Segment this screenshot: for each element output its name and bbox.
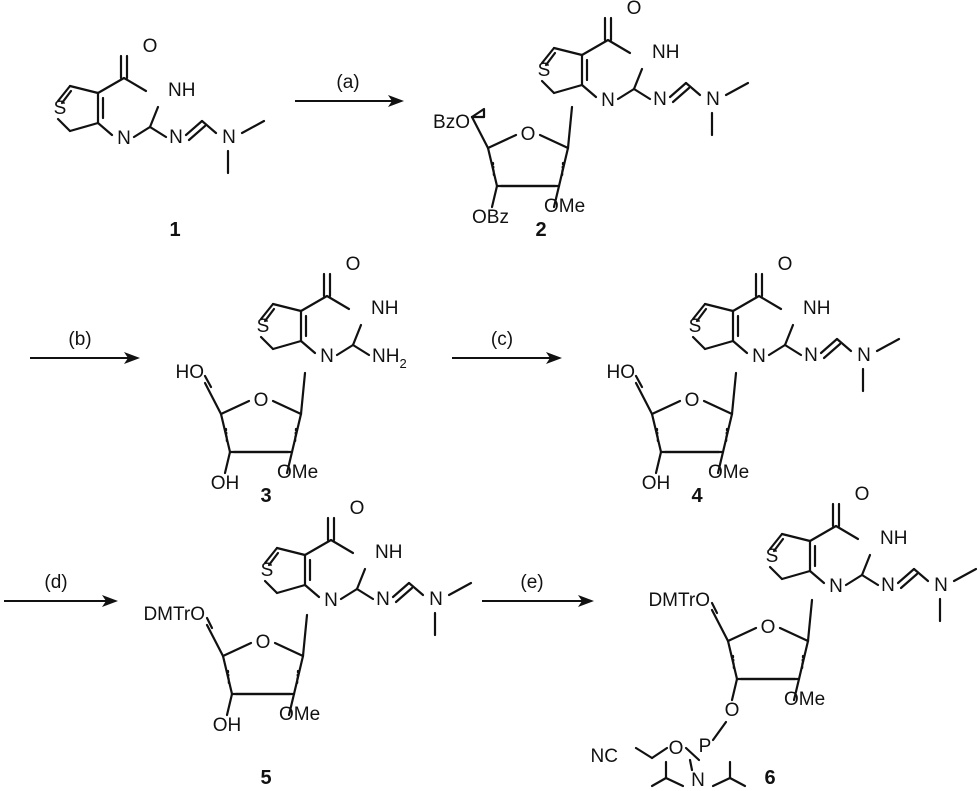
compound-number-3: 3 <box>260 485 271 507</box>
ring-o-5: O <box>256 632 271 653</box>
nh-3: NH <box>371 298 398 319</box>
carbonyl-o-5: O <box>350 498 365 519</box>
compound-number-5: 5 <box>260 767 271 789</box>
compound-number-6: 6 <box>764 767 775 789</box>
phosphoramidite-n-6: N <box>691 770 705 791</box>
sulfur-3: S <box>257 316 270 337</box>
n-imine-5: N <box>376 589 390 610</box>
n-ring-4: N <box>752 346 766 367</box>
reagent-label-e: (e) <box>520 572 543 593</box>
compound-1: O NH S N N N 1 <box>54 36 266 241</box>
five-prime-o-5: DMTrO <box>143 604 205 625</box>
nh-5: NH <box>375 542 402 563</box>
n-amine-4: N <box>857 345 871 366</box>
carbonyl-o-2: O <box>627 0 642 19</box>
nh-2: NH <box>652 42 679 63</box>
two-prime-o-4: OMe <box>708 462 749 483</box>
five-prime-o-4: HO <box>607 362 636 383</box>
sulfur-4: S <box>689 316 702 337</box>
n-ring-3: N <box>320 346 334 367</box>
n-amine-1: N <box>222 127 236 148</box>
two-prime-o-3: OMe <box>277 462 318 483</box>
compound-number-4: 4 <box>691 485 703 507</box>
reaction-arrow-e: (e) <box>482 572 594 607</box>
sulfur-6: S <box>766 546 779 567</box>
n-amine-6: N <box>934 575 948 596</box>
carbonyl-o-6: O <box>855 484 870 505</box>
reagent-label-c: (c) <box>491 329 513 350</box>
reaction-arrow-a: (a) <box>295 72 404 107</box>
ring-o-4: O <box>685 390 700 411</box>
n-imine-2: N <box>653 89 667 110</box>
compound-6: O NH S N N N DMTrO O O OMe P O N NC 6 <box>591 484 978 791</box>
compound-number-1: 1 <box>169 219 180 241</box>
carbonyl-o-4: O <box>778 254 793 275</box>
compound-5: O NH S N N N DMTrO O OH OMe 5 <box>143 498 473 789</box>
five-prime-o-2: BzO <box>433 112 470 133</box>
five-prime-o-3: HO <box>176 362 205 383</box>
ring-o-6: O <box>761 617 776 638</box>
amino-3: NH2 <box>372 346 407 371</box>
n-ring-6: N <box>829 576 843 597</box>
reaction-arrow-c: (c) <box>452 329 562 364</box>
sulfur-5: S <box>261 560 274 581</box>
three-prime-o-2: OBz <box>472 207 509 228</box>
compound-2: O NH S N N N BzO O OBz OMe 2 <box>433 0 750 241</box>
five-prime-o-6: DMTrO <box>648 590 710 611</box>
compound-4: O NH S N N N HO O OH OMe 4 <box>607 254 901 507</box>
two-prime-o-6: OMe <box>784 689 825 710</box>
compound-number-2: 2 <box>535 219 546 241</box>
phosphorus-6: P <box>699 736 712 757</box>
reagent-label-d: (d) <box>44 572 67 593</box>
sulfur-1: S <box>54 98 67 119</box>
amino-subscript-3: 2 <box>399 356 406 371</box>
reagent-label-b: (b) <box>68 329 91 350</box>
two-prime-o-5: OMe <box>279 704 320 725</box>
nitrile-6: NC <box>591 746 618 767</box>
ring-o-3: O <box>254 390 269 411</box>
carbonyl-o-1: O <box>143 36 158 57</box>
n-amine-5: N <box>429 589 443 610</box>
sulfur-2: S <box>538 60 551 81</box>
ring-o-2: O <box>521 124 536 145</box>
n-imine-1: N <box>169 127 183 148</box>
n-ring-5: N <box>324 590 338 611</box>
three-prime-o-4: OH <box>642 473 671 494</box>
n-ring-2: N <box>601 90 615 111</box>
carbonyl-o-3: O <box>346 254 361 275</box>
reagent-label-a: (a) <box>336 72 359 93</box>
reaction-arrow-b: (b) <box>30 329 140 364</box>
n-amine-2: N <box>706 89 720 110</box>
three-prime-o-5: OH <box>213 715 242 736</box>
three-prime-o-6: O <box>725 700 740 721</box>
reaction-arrow-d: (d) <box>4 572 118 607</box>
n-imine-6: N <box>881 575 895 596</box>
nh-6: NH <box>880 528 907 549</box>
two-prime-o-2: OMe <box>544 196 585 217</box>
amino-label-3: NH <box>372 346 399 367</box>
three-prime-o-3: OH <box>211 473 240 494</box>
phosphite-o-6: O <box>669 738 684 759</box>
n-ring-1: N <box>117 128 131 149</box>
compound-3: O NH S N NH2 HO O OH OMe 3 <box>176 254 407 507</box>
nh-4: NH <box>803 298 830 319</box>
n-imine-4: N <box>804 345 818 366</box>
nh-1: NH <box>168 80 195 101</box>
